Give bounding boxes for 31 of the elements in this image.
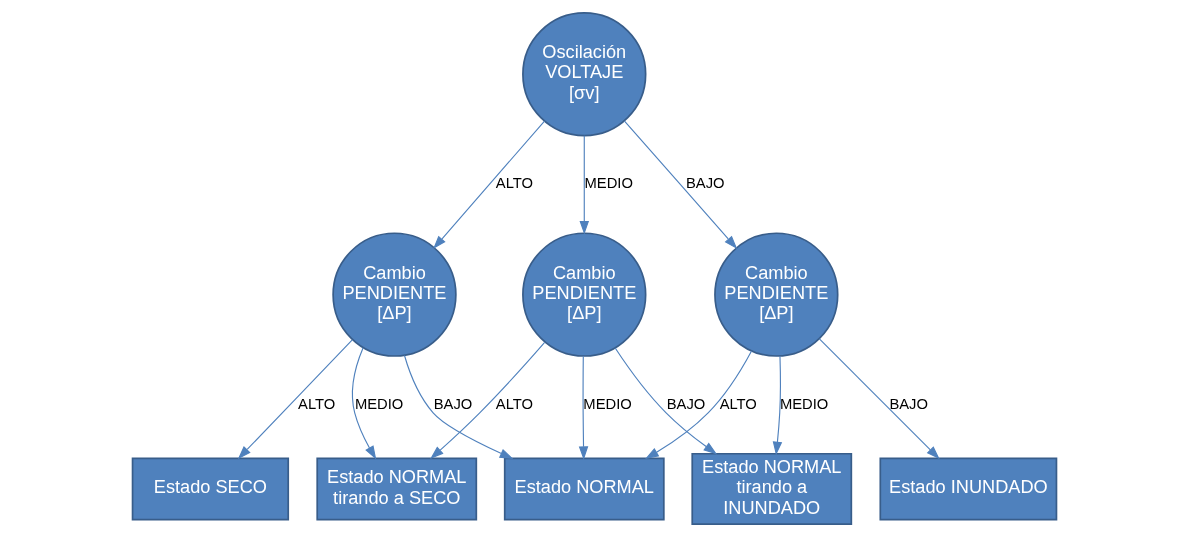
edge-label: MEDIO [582,395,632,412]
node-circle: Oscilación VOLTAJE [σv] [521,11,646,137]
edge-label: ALTO [495,175,533,192]
arrow [403,354,513,459]
edge-label: MEDIO [354,395,403,412]
edge-label: ALTO [297,395,335,412]
node-circle: Cambio PENDIENTE [ΔP] [521,232,646,357]
node-box: Estado NORMAL [503,457,665,521]
edge-label: MEDIO [584,175,633,192]
arrow [351,347,376,460]
edge-label: MEDIO [779,395,828,412]
node-box: Estado NORMAL tirando a SECO [315,457,477,521]
edge-label: BAJO [666,395,705,412]
arrow [432,120,545,250]
arrow [772,355,782,456]
arrow [818,338,940,460]
arrow [237,339,353,460]
arrow [578,355,588,460]
node-box: Estado NORMAL tirando a INUNDADO [690,452,852,526]
arrow [623,120,737,250]
edge-label: BAJO [685,175,725,192]
edge-label: BAJO [433,395,472,412]
node-box: Estado INUNDADO [878,457,1057,521]
arrow [429,341,545,460]
edge-label: ALTO [719,395,757,412]
edge-label: BAJO [888,395,928,412]
arrow [579,135,589,235]
edge-label: ALTO [495,395,533,412]
arrow [614,347,717,455]
arrow [644,350,752,460]
node-box: Estado SECO [131,457,289,521]
